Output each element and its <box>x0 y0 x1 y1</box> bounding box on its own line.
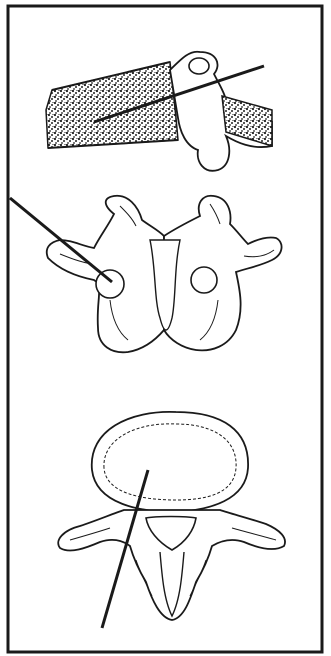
right-facet-target <box>191 267 217 293</box>
posterior-view-panel <box>10 196 282 353</box>
facet-joint <box>189 58 209 74</box>
vertebral-body <box>92 412 248 512</box>
right-lamina <box>164 196 282 351</box>
lateral-view-panel <box>46 52 272 171</box>
needle <box>10 198 112 282</box>
axial-view-panel <box>58 412 285 628</box>
